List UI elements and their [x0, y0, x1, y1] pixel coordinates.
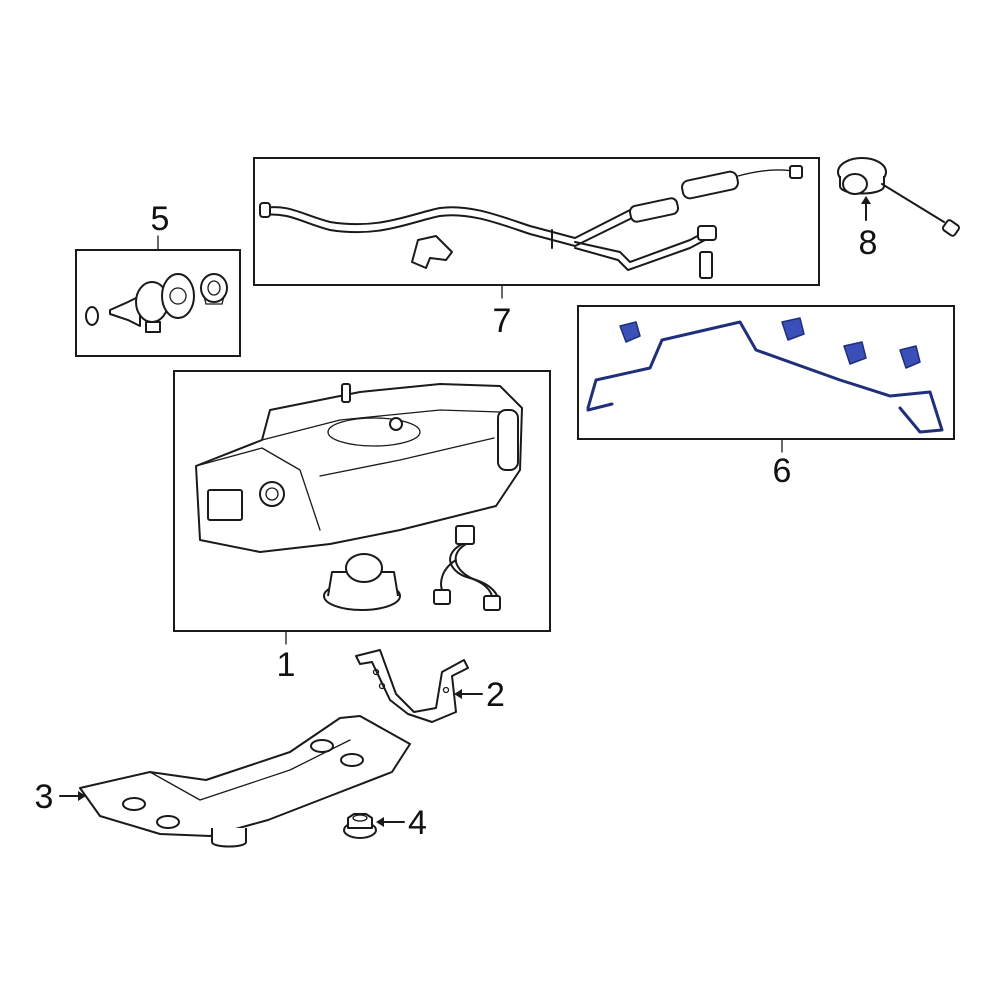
- pump-nozzle: [109, 295, 141, 327]
- hose-sleeve-2: [681, 170, 739, 200]
- strap-hole-2: [378, 682, 386, 690]
- hose-sleeve-1: [628, 197, 680, 223]
- tank-sender-recess: [327, 417, 421, 447]
- callout-7: 7: [493, 302, 512, 340]
- harness-branch: [440, 559, 457, 591]
- hose-inlet: [259, 202, 271, 218]
- skid-plate-ridge: [149, 739, 351, 801]
- pump-flange: [161, 273, 195, 319]
- callout-2: 2: [486, 676, 505, 714]
- hose-fitting: [697, 225, 717, 241]
- strap-body: [355, 649, 469, 723]
- line-clip-1: [619, 321, 641, 343]
- seal-ring: [200, 273, 228, 303]
- callout-4: 4: [408, 804, 427, 842]
- callout-5: 5: [151, 200, 170, 238]
- seal-ring-clip: [203, 295, 225, 305]
- line-clip-3: [843, 341, 867, 365]
- tank-port-outer: [259, 481, 285, 507]
- skid-boss-3: [310, 739, 334, 753]
- part-1-fuel-tank[interactable]: [173, 370, 551, 645]
- part-8-arrowhead: [861, 196, 871, 204]
- part-6-fuel-line[interactable]: [577, 305, 955, 453]
- part-4-nut[interactable]: [343, 813, 405, 839]
- part-5-pump-components[interactable]: [75, 235, 241, 357]
- nut-bore: [352, 814, 368, 822]
- fuel-line-end: [586, 402, 614, 412]
- pump-tab: [145, 321, 161, 333]
- harness-connector-1: [455, 525, 475, 545]
- part-1-frame: [173, 370, 551, 632]
- hose-line-lower-2: [574, 239, 706, 271]
- pump-flange-hole: [169, 287, 187, 305]
- check-valve: [699, 251, 713, 279]
- hose-bracket: [411, 235, 453, 269]
- harness-connector-2: [433, 589, 451, 605]
- sender-plug: [942, 219, 960, 237]
- callout-3: 3: [35, 778, 54, 816]
- callout-6: 6: [773, 452, 792, 490]
- skid-boss-2: [156, 815, 180, 829]
- part-2-arrowhead: [454, 689, 462, 699]
- tank-front-panel: [207, 489, 243, 521]
- tank-mid-seam: [319, 437, 495, 477]
- line-clip-2: [781, 317, 805, 341]
- callout-1: 1: [277, 646, 296, 684]
- fuel-line-tube: [586, 320, 944, 434]
- hose-end-connector: [789, 165, 803, 179]
- hose-line-upper: [261, 206, 631, 239]
- harness-connector-3: [483, 595, 501, 611]
- hose-line-upper-2: [261, 213, 633, 247]
- part-8-sending-unit[interactable]: [837, 157, 960, 237]
- tank-vent-pin: [341, 383, 351, 403]
- part-3-arrowhead: [78, 791, 86, 801]
- part-4-arrowhead: [376, 817, 384, 827]
- strap-hole-1: [372, 668, 380, 676]
- tank-front-edge: [195, 447, 321, 531]
- part-7-vapor-hose-assembly[interactable]: [253, 157, 820, 299]
- part-2-tank-strap[interactable]: [355, 649, 483, 723]
- tank-side-pocket: [497, 409, 519, 471]
- skid-boss-4: [340, 753, 364, 767]
- hose-line-lower: [574, 231, 706, 263]
- sender-cap-knob: [842, 173, 868, 195]
- sender-wire: [881, 183, 945, 223]
- tank-top-ridge: [261, 409, 501, 441]
- part-6-frame: [577, 305, 955, 440]
- strap-hole-3: [442, 686, 450, 694]
- part-3-skid-plate[interactable]: [59, 715, 411, 848]
- part-7-frame: [253, 157, 820, 286]
- tank-port-inner: [265, 487, 279, 501]
- seal-ring-inner: [207, 280, 221, 296]
- callout-8: 8: [859, 224, 878, 262]
- o-ring: [85, 306, 99, 326]
- skid-boss-1: [122, 797, 146, 811]
- skid-drain: [211, 828, 247, 848]
- tank-top-fitting: [389, 417, 403, 431]
- lock-ring-top: [345, 553, 383, 583]
- line-clip-4: [899, 345, 921, 369]
